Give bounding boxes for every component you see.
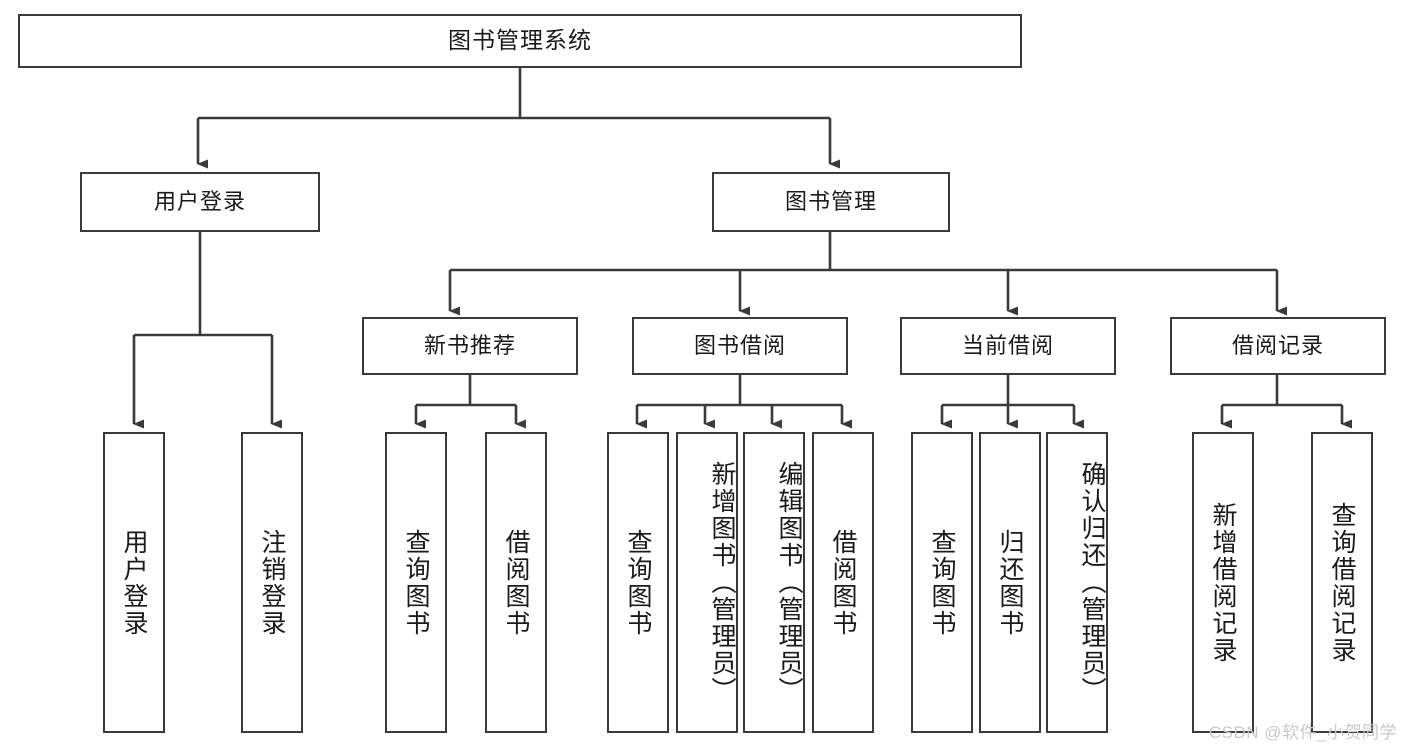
node-book-borrow[interactable]: 图书借阅 bbox=[632, 317, 848, 375]
node-label: 用户登录 bbox=[120, 528, 148, 637]
leaf-return-book[interactable]: 归还图书 bbox=[979, 432, 1041, 733]
leaf-user-login[interactable]: 用户登录 bbox=[103, 432, 165, 733]
node-label: 图书借阅 bbox=[693, 332, 786, 358]
leaf-add-record[interactable]: 新增借阅记录 bbox=[1192, 432, 1254, 733]
node-label: 查询图书 bbox=[402, 528, 430, 637]
node-label: 查询图书 bbox=[928, 528, 956, 637]
node-book-manage[interactable]: 图书管理 bbox=[712, 172, 950, 232]
node-label: 新增图书（管理员） bbox=[708, 461, 736, 704]
node-label: 查询图书 bbox=[624, 528, 652, 637]
node-label: 注销登录 bbox=[258, 528, 286, 637]
leaf-query-book-1[interactable]: 查询图书 bbox=[385, 432, 447, 733]
node-root-system[interactable]: 图书管理系统 bbox=[18, 14, 1022, 68]
leaf-query-record[interactable]: 查询借阅记录 bbox=[1311, 432, 1373, 733]
node-label: 查询借阅记录 bbox=[1328, 501, 1356, 664]
leaf-edit-book[interactable]: 编辑图书（管理员） bbox=[743, 432, 805, 733]
node-label: 确认归还（管理员） bbox=[1078, 461, 1106, 704]
leaf-query-book-2[interactable]: 查询图书 bbox=[607, 432, 669, 733]
node-label: 用户登录 bbox=[153, 188, 246, 214]
node-current-borrow[interactable]: 当前借阅 bbox=[900, 317, 1116, 375]
node-label: 新增借阅记录 bbox=[1209, 501, 1237, 664]
node-label: 归还图书 bbox=[996, 528, 1024, 637]
node-label: 图书管理 bbox=[784, 188, 877, 214]
node-label: 新书推荐 bbox=[423, 332, 516, 358]
node-label: 借阅图书 bbox=[829, 528, 857, 637]
node-user-login[interactable]: 用户登录 bbox=[80, 172, 320, 232]
leaf-borrow-book-1[interactable]: 借阅图书 bbox=[485, 432, 547, 733]
node-label: 借阅记录 bbox=[1231, 332, 1324, 358]
leaf-query-book-3[interactable]: 查询图书 bbox=[911, 432, 973, 733]
node-borrow-record[interactable]: 借阅记录 bbox=[1170, 317, 1386, 375]
node-label: 借阅图书 bbox=[502, 528, 530, 637]
watermark-csdn: CSDN @软件_小贺同学 bbox=[1208, 723, 1397, 742]
node-label: 图书管理系统 bbox=[448, 27, 592, 54]
node-label: 编辑图书（管理员） bbox=[775, 461, 803, 704]
leaf-logout-login[interactable]: 注销登录 bbox=[241, 432, 303, 733]
leaf-borrow-book-2[interactable]: 借阅图书 bbox=[812, 432, 874, 733]
leaf-add-book[interactable]: 新增图书（管理员） bbox=[676, 432, 738, 733]
node-label: 当前借阅 bbox=[961, 332, 1054, 358]
leaf-confirm-return[interactable]: 确认归还（管理员） bbox=[1046, 432, 1108, 733]
node-new-book-recommend[interactable]: 新书推荐 bbox=[362, 317, 578, 375]
